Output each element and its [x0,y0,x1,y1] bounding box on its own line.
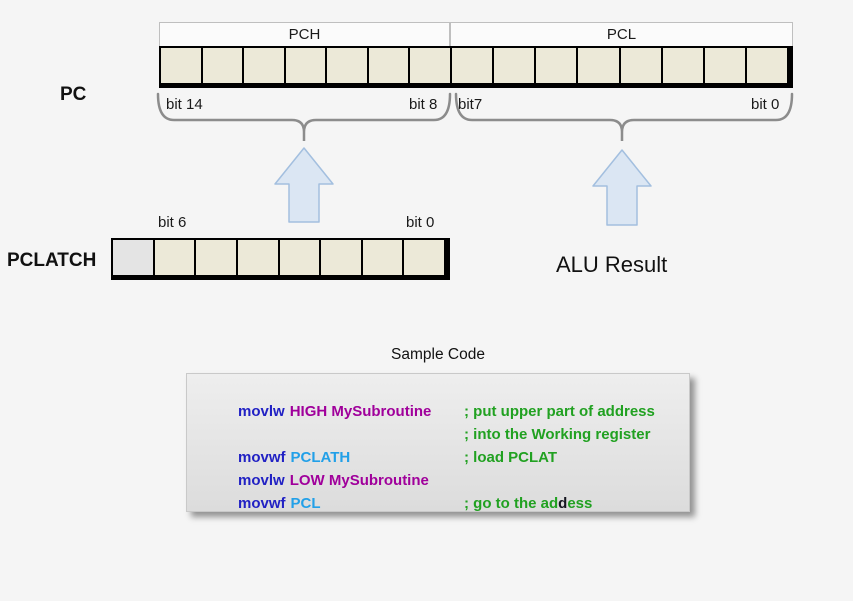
code-comment-pre: ; go to the ad [464,495,559,512]
register-cell [620,48,663,83]
sample-code-title: Sample Code [391,346,485,363]
pch-header: PCH [159,22,450,46]
register-cell [362,240,405,275]
alu-up-arrow-icon [592,149,652,226]
pclatch-bit-low-label: bit 0 [406,214,435,231]
code-mnemonic: movwf [238,495,286,512]
pcl-bit-high-label: bit7 [458,96,483,113]
code-operand: PCL [290,495,321,512]
code-line: ; into the Working register [213,409,689,443]
pclatch-bit-high-label: bit 6 [158,214,187,231]
pch-cells [161,48,452,83]
pcl-header: PCL [450,22,793,46]
code-comment: ; load PCLAT [464,449,558,466]
code-comment: ; into the Working register [464,426,651,443]
code-mnemonic: movwf [238,449,286,466]
register-cell [244,48,286,83]
pclatch-register [111,238,450,280]
register-cell [285,48,328,83]
code-mnemonic: movlw [238,472,285,489]
register-cell [154,240,197,275]
register-cell [404,240,444,275]
register-cell [494,48,537,83]
code-comment-dark-letter: d [558,495,568,512]
code-comment-post: ess [567,495,593,512]
register-cell [196,240,238,275]
register-cell [536,48,579,83]
register-cell [746,48,787,83]
pclatch-up-arrow-icon [274,147,334,223]
pc-register [159,46,793,88]
register-cell [704,48,747,83]
code-mnemonic: movlw [238,403,285,420]
pclatch-cells [113,240,444,275]
register-cell [202,48,245,83]
register-cell [279,240,322,275]
pcl-underbrace-icon [454,92,794,141]
register-cell [368,48,411,83]
code-operand: LOW MySubroutine [289,472,429,489]
pclatch-register-label: PCLATCH [7,250,97,271]
pch-bit-low-label: bit 8 [409,96,438,113]
pcl-cells [452,48,787,83]
register-cell [237,240,280,275]
code-operand: PCLATH [290,449,351,466]
alu-result-label: ALU Result [556,252,668,277]
code-comment: ; put upper part of address [464,403,655,420]
register-cell [321,240,363,275]
register-cell [578,48,621,83]
register-cell [452,48,495,83]
register-cell [327,48,369,83]
pc-register-label: PC [60,84,87,105]
pch-bit-high-label: bit 14 [166,96,203,113]
register-cell [113,240,155,275]
register-cell [410,48,451,83]
register-cell [161,48,203,83]
code-operand: HIGH MySubroutine [289,403,432,420]
register-cell [662,48,705,83]
pcl-bit-low-label: bit 0 [751,96,780,113]
